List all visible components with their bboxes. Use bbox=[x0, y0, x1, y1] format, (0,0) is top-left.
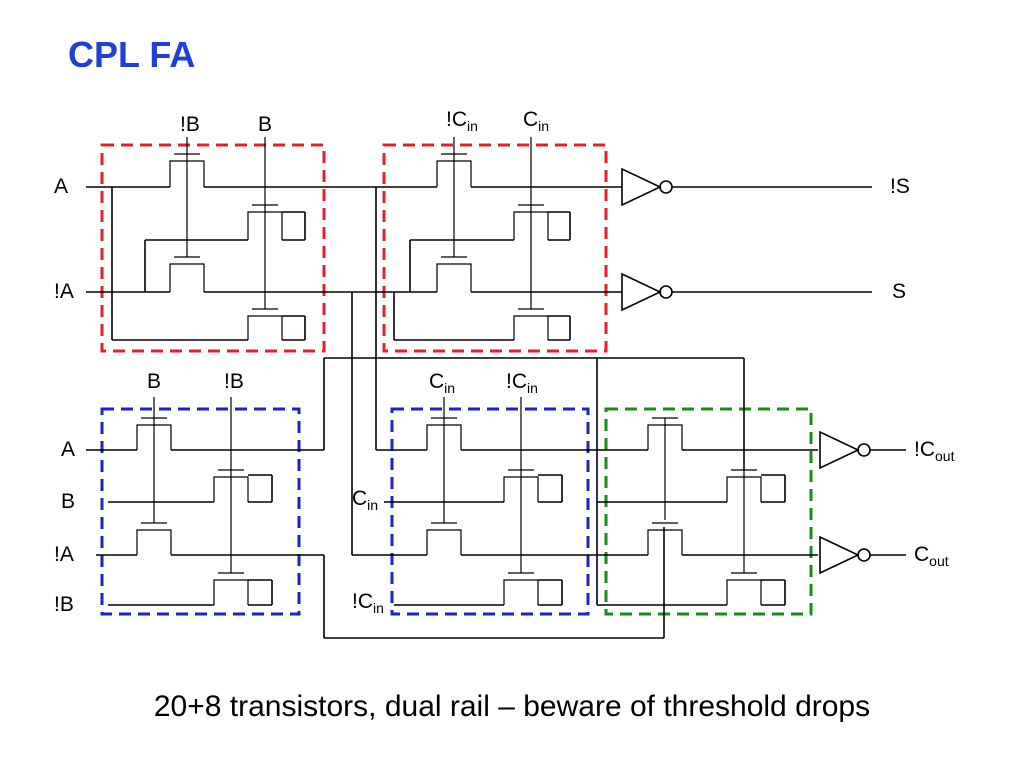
label-output-Cout: Cout bbox=[914, 543, 949, 569]
inverter-cout-icon bbox=[819, 535, 860, 575]
sum-block-1-box bbox=[100, 143, 326, 353]
carry-block-1-transistors bbox=[136, 397, 249, 605]
label-sum2-Cin: Cin bbox=[523, 108, 549, 134]
label-output-nCout: !Cout bbox=[914, 438, 955, 464]
inverter-not-cout-icon bbox=[819, 430, 860, 470]
label-output-nS: !S bbox=[890, 175, 910, 198]
sum-inverters bbox=[621, 167, 872, 312]
label-input-nA-bottom: !A bbox=[54, 543, 74, 566]
carry-block-2-transistors bbox=[426, 397, 539, 605]
label-input-A-top: A bbox=[54, 175, 68, 198]
label-carry1-nB: !B bbox=[224, 370, 244, 393]
label-sum1-B: B bbox=[258, 113, 272, 136]
inverter-not-s-icon bbox=[621, 167, 662, 207]
carry-mux-transistors bbox=[647, 417, 762, 605]
label-sum2-nCin: !Cin bbox=[446, 108, 478, 134]
label-input-nB-bottom: !B bbox=[54, 593, 74, 616]
slide-caption: 20+8 transistors, dual rail – beware of … bbox=[153, 690, 871, 723]
carry-block-1-box bbox=[100, 407, 301, 616]
label-input-nCin: !Cin bbox=[352, 590, 384, 616]
carry-block-2-wiring bbox=[352, 449, 648, 606]
inverter-s-icon bbox=[621, 272, 662, 312]
slide-title: CPL FA bbox=[68, 34, 196, 75]
label-input-A-bottom: A bbox=[61, 438, 75, 461]
label-sum1-nB: !B bbox=[180, 113, 200, 136]
label-output-S: S bbox=[892, 280, 906, 303]
label-input-B-bottom: B bbox=[61, 490, 75, 513]
sum-block-2-wiring bbox=[351, 186, 622, 555]
carry-block-1-wiring bbox=[86, 357, 744, 639]
label-carry1-B: B bbox=[147, 370, 161, 393]
carry-inverters bbox=[819, 430, 906, 575]
carry-mux-box bbox=[604, 407, 813, 616]
sum-block-2-transistors bbox=[436, 137, 549, 340]
label-carry2-Cin: Cin bbox=[429, 370, 455, 396]
sum-block-1-transistors bbox=[169, 137, 283, 340]
label-input-nA-top: !A bbox=[54, 280, 74, 303]
carry-block-2-box bbox=[390, 407, 590, 616]
carry-mux-wiring bbox=[596, 358, 818, 638]
sum-block-1-wiring bbox=[86, 186, 384, 341]
label-input-Cin: Cin bbox=[352, 487, 378, 513]
label-carry2-nCin: !Cin bbox=[506, 370, 538, 396]
sum-block-2-box bbox=[382, 143, 608, 353]
